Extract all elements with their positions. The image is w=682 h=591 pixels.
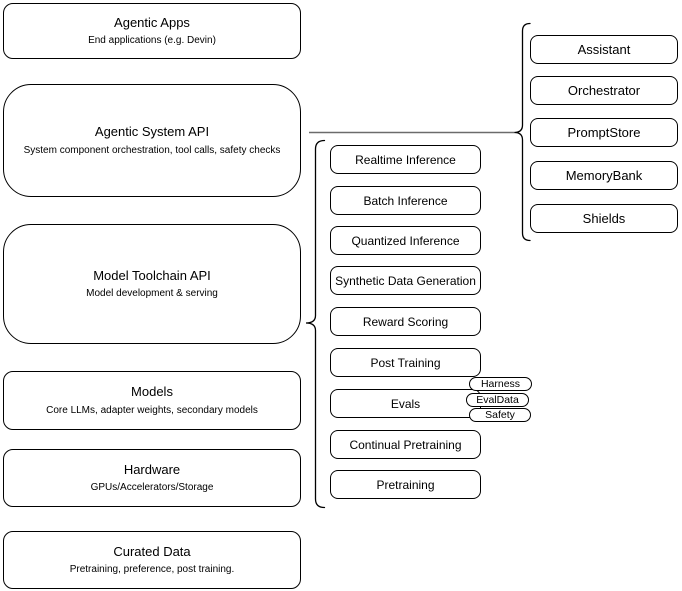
layer-title: Models xyxy=(131,384,173,400)
component-box-shields: Shields xyxy=(530,204,678,233)
component-box-orchestrator: Orchestrator xyxy=(530,76,678,105)
service-label: Quantized Inference xyxy=(351,233,460,248)
service-box-synthetic-data-generation: Synthetic Data Generation xyxy=(330,266,481,295)
service-label: Continual Pretraining xyxy=(349,437,462,452)
service-box-reward-scoring: Reward Scoring xyxy=(330,307,481,336)
service-label: Pretraining xyxy=(376,477,435,492)
evals-tag-harness: Harness xyxy=(469,377,532,391)
component-box-memorybank: MemoryBank xyxy=(530,161,678,190)
service-label: Realtime Inference xyxy=(355,152,456,167)
layer-title: Agentic System API xyxy=(94,124,210,140)
service-label: Reward Scoring xyxy=(362,314,449,329)
service-box-continual-pretraining: Continual Pretraining xyxy=(330,430,481,459)
component-box-promptstore: PromptStore xyxy=(530,118,678,147)
layer-subtitle: Core LLMs, adapter weights, secondary mo… xyxy=(46,404,258,416)
layer-title: Model Toolchain API xyxy=(93,267,211,283)
service-label: Batch Inference xyxy=(363,193,448,208)
layer-box-agentic-apps: Agentic Apps End applications (e.g. Devi… xyxy=(3,3,301,59)
layer-subtitle: Pretraining, preference, post training. xyxy=(69,564,235,576)
component-label: MemoryBank xyxy=(565,168,643,183)
layer-subtitle: End applications (e.g. Devin) xyxy=(88,35,216,47)
component-box-assistant: Assistant xyxy=(530,35,678,64)
layer-box-model-toolchain-api: Model Toolchain API Model development & … xyxy=(3,224,301,344)
component-label: PromptStore xyxy=(567,125,641,140)
service-box-evals: Evals xyxy=(330,389,481,418)
tag-label: Harness xyxy=(480,377,521,390)
service-box-post-training: Post Training xyxy=(330,348,481,377)
component-label: Orchestrator xyxy=(567,83,641,98)
component-label: Assistant xyxy=(577,42,631,57)
layer-title: Curated Data xyxy=(113,543,191,559)
component-label: Shields xyxy=(582,211,626,226)
evals-tag-evaldata: EvalData xyxy=(466,393,529,407)
service-box-batch-inference: Batch Inference xyxy=(330,186,481,215)
service-box-pretraining: Pretraining xyxy=(330,470,481,499)
system-components-brace xyxy=(514,22,531,242)
layer-box-agentic-system-api: Agentic System API System component orch… xyxy=(3,84,301,197)
service-box-quantized-inference: Quantized Inference xyxy=(330,226,481,255)
layer-box-hardware: Hardware GPUs/Accelerators/Storage xyxy=(3,449,301,507)
service-label: Evals xyxy=(390,396,421,411)
tag-label: Safety xyxy=(485,408,515,421)
layer-box-curated-data: Curated Data Pretraining, preference, po… xyxy=(3,531,301,589)
service-label: Post Training xyxy=(370,355,441,370)
layer-box-models: Models Core LLMs, adapter weights, secon… xyxy=(3,371,301,430)
service-label: Synthetic Data Generation xyxy=(335,273,476,288)
layer-subtitle: Model development & serving xyxy=(86,288,218,300)
toolchain-services-brace xyxy=(305,139,326,509)
tag-label: EvalData xyxy=(476,393,519,406)
layer-subtitle: System component orchestration, tool cal… xyxy=(23,144,281,156)
service-box-realtime-inference: Realtime Inference xyxy=(330,145,481,174)
evals-tag-safety: Safety xyxy=(469,408,531,422)
layer-title: Agentic Apps xyxy=(114,14,190,30)
layer-subtitle: GPUs/Accelerators/Storage xyxy=(90,482,214,494)
layer-title: Hardware xyxy=(123,461,181,477)
